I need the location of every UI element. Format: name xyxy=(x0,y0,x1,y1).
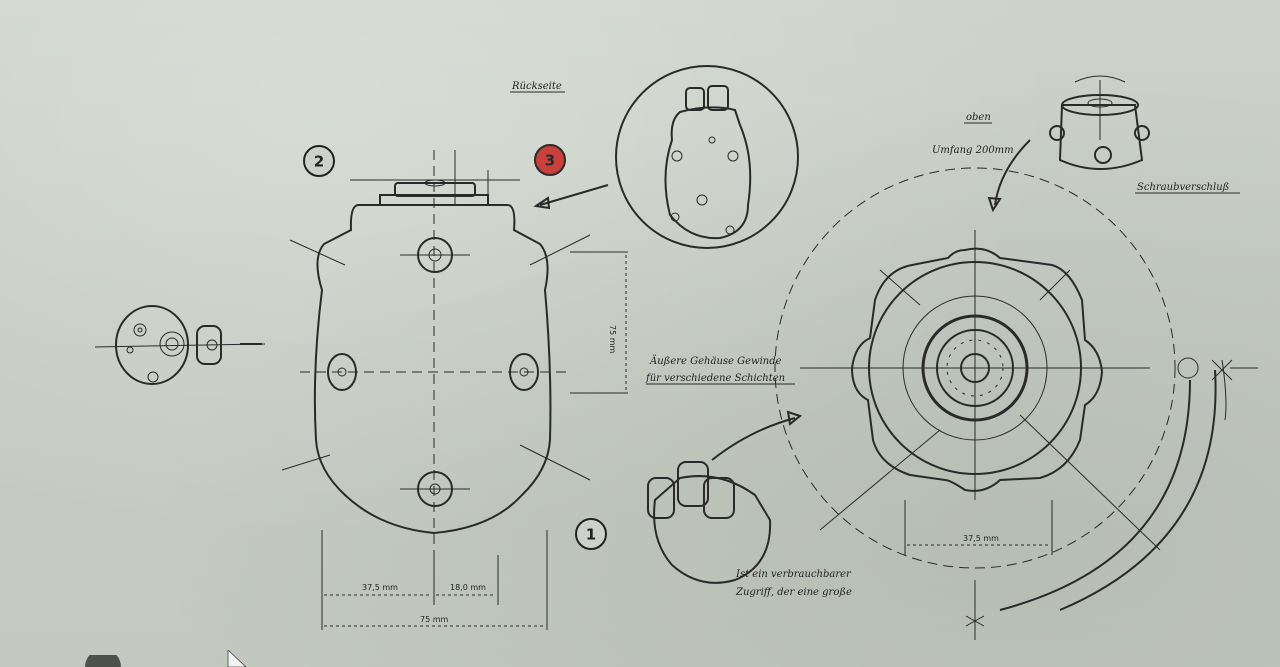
main-front-view xyxy=(281,150,628,630)
annotation-right-top-note: Umfang 200mm xyxy=(932,145,1014,156)
info-icon[interactable] xyxy=(82,655,124,667)
callout-3-active[interactable]: 3 xyxy=(532,142,568,178)
annotation-top-label: Rückseite xyxy=(511,81,562,92)
plug-illustration xyxy=(647,410,803,584)
annotation-mid-note-2: für verschiedene Schichten xyxy=(645,373,785,384)
callout-1[interactable]: 1 xyxy=(573,516,609,552)
annotation-bottom-note-1: Ist ein verbrauchbarer xyxy=(735,569,852,580)
cursor-arrow-icon xyxy=(227,650,247,667)
dim-side-height: 75 mm xyxy=(608,325,617,354)
dim-bottom-total: 75 mm xyxy=(420,615,449,624)
annotation-bottom-note-2: Zugriff, der eine große xyxy=(735,587,852,598)
dim-right-width: 37,5 mm xyxy=(963,534,999,543)
detail-inset xyxy=(615,65,799,249)
dim-bottom-middle: 18,0 mm xyxy=(450,583,486,592)
callout-2-label: 2 xyxy=(314,153,324,171)
annotation-mid-note-1: Äußere Gehäuse Gewinde xyxy=(649,355,782,367)
dim-bottom-left: 37,5 mm xyxy=(362,583,398,592)
dimension-labels: 75 mm 37,5 mm 18,0 mm 75 mm 37,5 mm xyxy=(362,325,999,624)
callout-3-label: 3 xyxy=(545,152,555,170)
annotation-right-top-label: oben xyxy=(966,112,991,123)
callout-2[interactable]: 2 xyxy=(301,143,337,179)
small-side-view xyxy=(94,305,266,385)
callout-1-label: 1 xyxy=(586,526,596,544)
top-view xyxy=(774,75,1258,640)
annotations: Rückseite Äußere Gehäuse Gewinde für ver… xyxy=(510,81,1240,598)
annotation-right-side-label: Schraubverschluß xyxy=(1137,182,1229,193)
